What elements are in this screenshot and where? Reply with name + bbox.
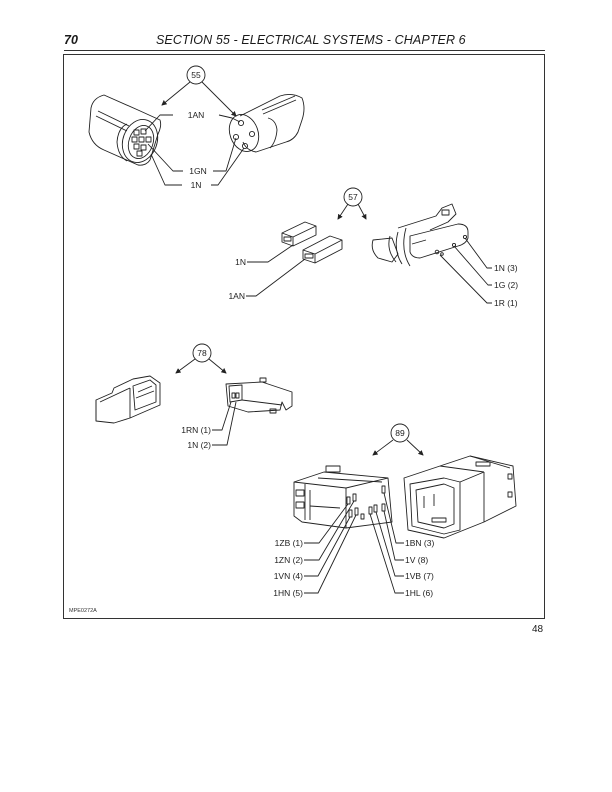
leader-line: [304, 503, 349, 544]
connector-78-male: [225, 377, 293, 414]
leader-line: [150, 153, 182, 186]
connector-89-male: [293, 465, 393, 529]
wire-label: 1R (1): [494, 298, 518, 308]
callout-arrow: [201, 81, 237, 117]
leader-line: [383, 492, 404, 544]
connector-group-78: [95, 343, 293, 446]
connector-55-male: [228, 93, 305, 153]
wire-label: 1V (8): [405, 555, 428, 565]
leader-line: [304, 514, 357, 594]
leader-line: [212, 401, 232, 431]
callout-arrow: [337, 203, 349, 220]
page-number: 70: [64, 33, 78, 47]
leader-line: [439, 254, 492, 304]
callout-number-78: 78: [197, 348, 207, 358]
leader-line: [453, 245, 492, 286]
wire-label: 1ZN (2): [274, 555, 303, 565]
callout-circle-89: [390, 423, 410, 443]
leader-line: [212, 401, 237, 446]
leader-line: [383, 510, 404, 561]
callout-arrow: [372, 439, 394, 456]
leader-line: [304, 500, 355, 561]
section-title: SECTION 55 - ELECTRICAL SYSTEMS - CHAPTE…: [156, 33, 466, 47]
figure-frame: [63, 54, 545, 619]
leader-line: [369, 513, 404, 594]
connector-89-female: [403, 455, 517, 539]
callout-number-89: 89: [395, 428, 405, 438]
connector-55-female: [88, 94, 162, 166]
leader-line: [464, 237, 492, 269]
wire-label: 1HN (5): [273, 588, 303, 598]
callout-arrow: [208, 358, 227, 374]
wire-label: 1AN: [188, 110, 205, 120]
leader-line: [375, 511, 404, 577]
callout-arrow: [406, 439, 424, 456]
leader-line: [213, 137, 237, 172]
leader-line: [147, 143, 183, 172]
connector-78-female: [95, 375, 161, 424]
callout-number-57: 57: [348, 192, 358, 202]
wire-label: 1VB (7): [405, 571, 434, 581]
terminal-housing-1n: [281, 221, 317, 247]
callout-circle-78: [192, 343, 212, 363]
terminal-housing-1an: [302, 235, 343, 264]
connector-57-sealed: [371, 203, 469, 267]
wire-label: 1VN (4): [274, 571, 303, 581]
leader-line: [218, 114, 241, 123]
folio-number: 48: [532, 624, 544, 635]
leader-line: [211, 147, 245, 186]
leader-line: [144, 114, 173, 132]
wire-label: 1RN (1): [181, 425, 211, 435]
figure-id: MPE0272A: [69, 608, 97, 614]
connector-group-55: [88, 65, 305, 186]
callout-number-55: 55: [191, 70, 201, 80]
connector-group-57: [246, 187, 492, 304]
wire-label: 1N (3): [494, 263, 518, 273]
leader-line: [246, 258, 306, 297]
wire-label: 1ZB (1): [275, 538, 304, 548]
wire-label: 1N (2): [187, 440, 211, 450]
wire-label: 1BN (3): [405, 538, 434, 548]
callout-circle-57: [343, 187, 363, 207]
wire-label: 1G (2): [494, 280, 518, 290]
callout-arrow: [161, 81, 191, 106]
wire-label: 1GN: [189, 166, 206, 176]
wire-label: 1AN: [228, 291, 245, 301]
wire-label: 1N: [235, 257, 246, 267]
callout-arrow: [175, 358, 196, 374]
leader-line: [247, 244, 294, 263]
header-rule: [64, 50, 545, 51]
callout-circle-55: [186, 65, 206, 85]
leader-line: [304, 516, 351, 577]
connector-group-89: [293, 423, 517, 594]
wire-label: 1N: [191, 180, 202, 190]
callout-arrow: [357, 203, 367, 220]
wire-label: 1HL (6): [405, 588, 433, 598]
